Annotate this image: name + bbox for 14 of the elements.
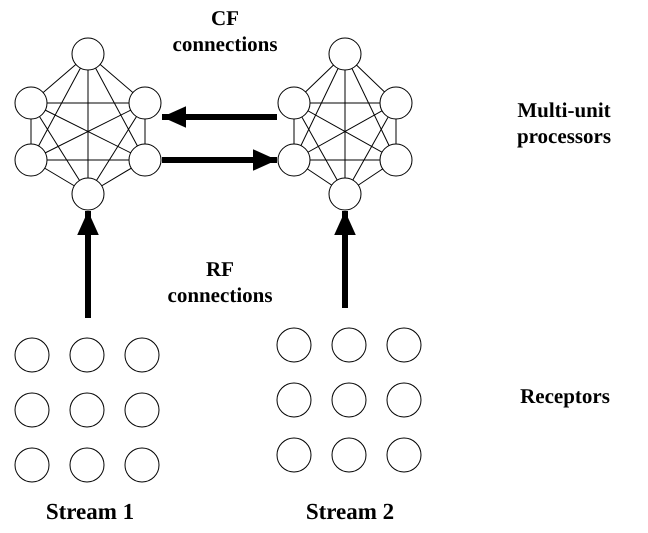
receptor-grid-drawing <box>14 337 160 483</box>
arrow <box>334 211 356 308</box>
label-text: Receptors <box>519 383 611 410</box>
arrow <box>162 149 277 171</box>
stream-caption: Stream 1 <box>44 498 136 526</box>
label-text: RF connections <box>166 256 274 308</box>
processor-network-drawing <box>277 37 413 211</box>
arrow <box>162 106 277 128</box>
processor-network-drawing <box>14 37 162 211</box>
receptor-grid-drawing <box>276 327 424 473</box>
label-text: CF connections <box>172 5 278 58</box>
label-text: Multi-unit processors <box>516 97 612 150</box>
stream-caption: Stream 2 <box>304 498 396 526</box>
arrow <box>77 211 99 318</box>
